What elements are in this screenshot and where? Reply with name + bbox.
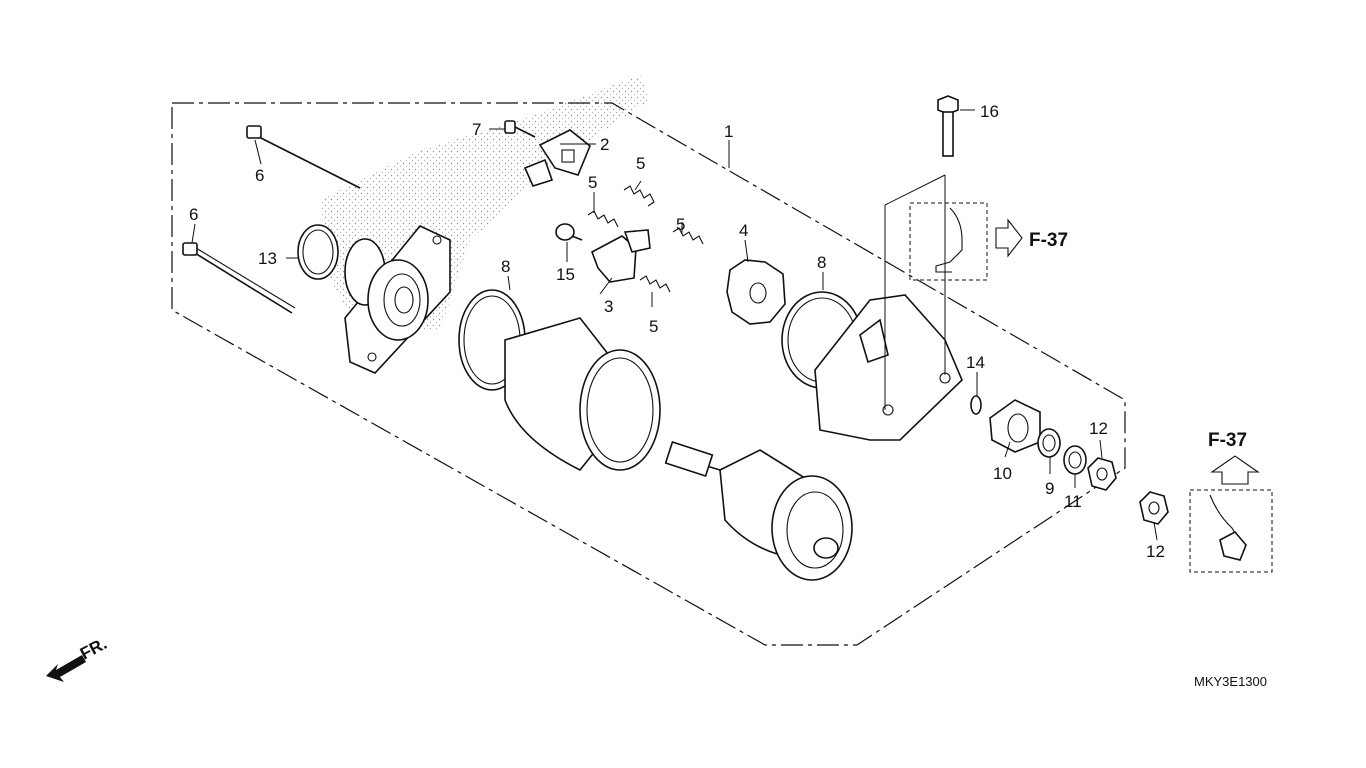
spring-5d[interactable] xyxy=(639,275,671,293)
part-label-8a: 8 xyxy=(501,257,510,276)
spring-5a[interactable] xyxy=(623,185,655,207)
assembly-outline xyxy=(171,102,1126,646)
part-label-9: 9 xyxy=(1045,479,1054,498)
part-label-4: 4 xyxy=(739,221,748,240)
bolt-6-lower[interactable] xyxy=(182,242,296,314)
part-label-15: 15 xyxy=(556,265,575,284)
washer-11[interactable] xyxy=(1063,445,1087,475)
spring-5c[interactable] xyxy=(672,227,704,245)
part-label-2: 2 xyxy=(600,135,609,154)
seal-9[interactable] xyxy=(1037,428,1061,458)
damper-4[interactable] xyxy=(726,259,786,325)
part-label-12b: 12 xyxy=(1146,542,1165,561)
leader-lines xyxy=(191,109,1158,541)
bolt-6-upper[interactable] xyxy=(246,125,361,189)
screw-7[interactable] xyxy=(504,120,536,138)
part-label-5c: 5 xyxy=(676,215,685,234)
part-label-5a: 5 xyxy=(636,154,645,173)
part-label-7: 7 xyxy=(472,120,481,139)
part-label-14: 14 xyxy=(966,353,985,372)
rear-cover[interactable] xyxy=(814,294,963,441)
bolt-16[interactable] xyxy=(937,95,959,157)
spring-5b[interactable] xyxy=(587,210,619,228)
bolt-16-axis-a xyxy=(884,174,946,410)
ref-box-lower xyxy=(1189,489,1273,573)
o-ring-13[interactable] xyxy=(297,224,339,280)
part-label-1: 1 xyxy=(724,122,733,141)
clutch-10[interactable] xyxy=(989,399,1041,453)
ref-box-upper xyxy=(909,202,988,281)
nut-12-lower[interactable] xyxy=(1139,491,1169,525)
part-label-10: 10 xyxy=(993,464,1012,483)
part-label-5d: 5 xyxy=(649,317,658,336)
part-label-6b: 6 xyxy=(189,205,198,224)
armature[interactable] xyxy=(664,441,853,581)
brush-3[interactable] xyxy=(591,229,651,283)
arrow-right-icon xyxy=(995,218,1023,258)
washer-14[interactable] xyxy=(970,395,982,415)
part-label-8b: 8 xyxy=(817,253,826,272)
reference-label-lower[interactable]: F-37 xyxy=(1208,430,1247,451)
part-label-13: 13 xyxy=(258,249,277,268)
yoke-case[interactable] xyxy=(504,317,661,472)
part-label-16: 16 xyxy=(980,102,999,121)
part-label-11: 11 xyxy=(1064,492,1082,511)
part-label-6a: 6 xyxy=(255,166,264,185)
part-label-5b: 5 xyxy=(588,173,597,192)
part-label-12a: 12 xyxy=(1089,419,1108,438)
front-direction-arrow-icon xyxy=(46,655,86,682)
part-label-3: 3 xyxy=(604,297,613,316)
cable-lower xyxy=(1209,494,1239,539)
front-cover[interactable] xyxy=(344,225,451,374)
screw-15[interactable] xyxy=(555,223,583,241)
arrow-up-icon xyxy=(1210,455,1260,485)
drawing-code: MKY3E1300 xyxy=(1194,674,1267,689)
cable-upper xyxy=(935,207,963,273)
connector-lower xyxy=(1219,530,1247,561)
nut-12-upper[interactable] xyxy=(1087,457,1117,491)
reference-label-upper[interactable]: F-37 xyxy=(1029,230,1068,251)
brush-holder-2[interactable] xyxy=(523,129,591,187)
